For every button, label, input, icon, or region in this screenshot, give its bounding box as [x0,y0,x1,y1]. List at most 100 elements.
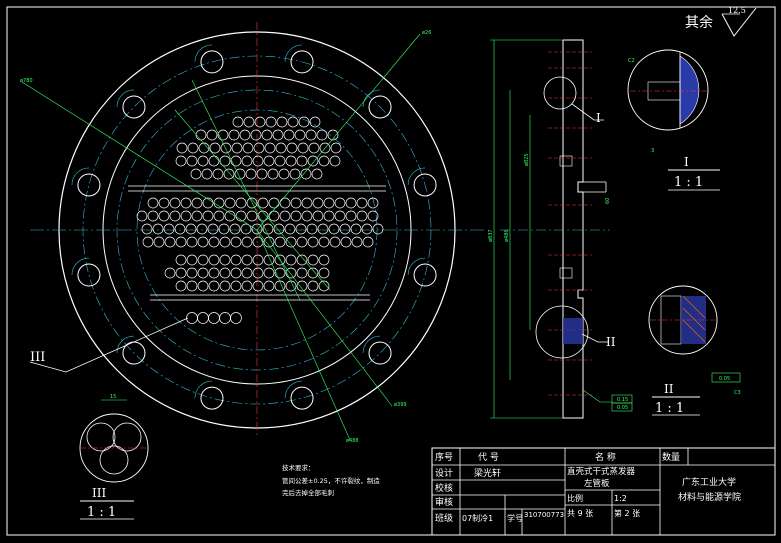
tube-hole [230,267,242,279]
dim-d26: ø26 [422,30,431,36]
tube-hole [318,267,330,279]
bolt-holes [71,44,437,410]
tube-hole [300,168,312,180]
tube-hole [212,168,224,180]
tube-hole [307,236,319,248]
detail-circle-I [543,76,577,110]
surface-roughness-symbol: 其余 12.5 [685,6,757,37]
tube-hole [296,280,308,292]
tol-005b: 0.05 [719,376,730,382]
tube-hole [274,280,286,292]
tube-hole [328,223,340,235]
tube-hole [209,142,221,154]
tube-hole [312,210,324,222]
tubesheet-front-view: ø780 ø26 ø399 ø488 III [20,22,485,444]
tube-hole [309,116,321,128]
bolt-hole [200,386,224,410]
tube-hole [223,168,235,180]
tube-hole [356,197,368,209]
tube-hole [334,197,346,209]
tube-hole [284,223,296,235]
tube-hole [251,223,263,235]
bolt-arc [407,257,426,276]
bolt-arc [116,335,134,354]
bolt-arc [71,257,89,276]
bolt-hole [200,50,224,74]
dim-3: 3 [651,148,654,154]
tube-hole [174,223,186,235]
tube-hole [220,142,232,154]
tube-hole [169,197,181,209]
tb-designer: 梁光轩 [474,467,501,479]
dim-60: 60 [605,198,611,204]
tube-hole [307,155,319,167]
tube-hole [234,168,246,180]
tube-hole [290,197,302,209]
tube-hole [274,267,286,279]
leader-d488 [256,229,351,441]
tube-hole [180,197,192,209]
detail-I-title: I [684,155,689,169]
tube-hole [208,280,220,292]
tube-hole [316,129,328,141]
tube-hole [219,155,231,167]
tube-hole [297,142,309,154]
tube-hole [196,223,208,235]
tube-hole [350,223,362,235]
tube-hole [169,210,181,222]
tube-hole [208,155,220,167]
tube-hole [345,197,357,209]
tube-hole [175,267,187,279]
tb-scale-label: 比例 [567,493,583,503]
tube-hole [186,280,198,292]
bolt-hole [413,173,437,197]
tube-hole [239,129,251,141]
bolt-hole [77,173,101,197]
detail-view-II: 0.05 C3 II 1 : 1 [648,285,741,416]
chamfer-C3: C3 [734,390,741,396]
section-outline [562,39,584,419]
tb-h-seq: 序号 [435,451,453,463]
tube-hole [219,254,231,266]
tb-h-qty: 数量 [662,451,680,463]
tb-scale-val: 1:2 [614,494,627,503]
bolt-arc [284,380,303,399]
tube-hole [296,236,308,248]
dim-d486: ø486 [504,229,510,242]
tube-hole [285,280,297,292]
tb-title-1: 直壳式干式蒸发器 [567,466,636,477]
tube-hole [230,236,242,248]
tube-hole [307,280,319,292]
tube-hole [197,280,209,292]
detail-circle-II [535,305,589,359]
dim-d399: ø399 [394,402,407,408]
tube-hole [147,197,159,209]
tube-hole [175,254,187,266]
detail-I-scale: 1 : 1 [674,175,703,190]
bolt-arc [407,167,426,185]
tube-hole [242,142,254,154]
tb-class: 班级 [435,512,453,524]
tube-hole [208,267,220,279]
tube-hole [229,223,241,235]
detail-III-scale: 1 : 1 [87,505,116,520]
tube-hole [307,267,319,279]
tube-hole [252,236,264,248]
tube-hole [153,236,165,248]
tube-hole [158,210,170,222]
tube-hole [235,197,247,209]
tube-hole [206,129,218,141]
tube-hole [265,116,277,128]
tube-hole [219,280,231,292]
tube-hole [250,129,262,141]
tb-title-2: 左管板 [584,478,610,489]
tube-hole [262,223,274,235]
tube-hole [252,155,264,167]
roughness-value: 12.5 [728,6,746,15]
tube-hole [186,254,198,266]
leader-d26 [256,33,421,231]
tube-hole [243,116,255,128]
tube-hole [273,223,285,235]
bolt-hole [368,95,392,119]
